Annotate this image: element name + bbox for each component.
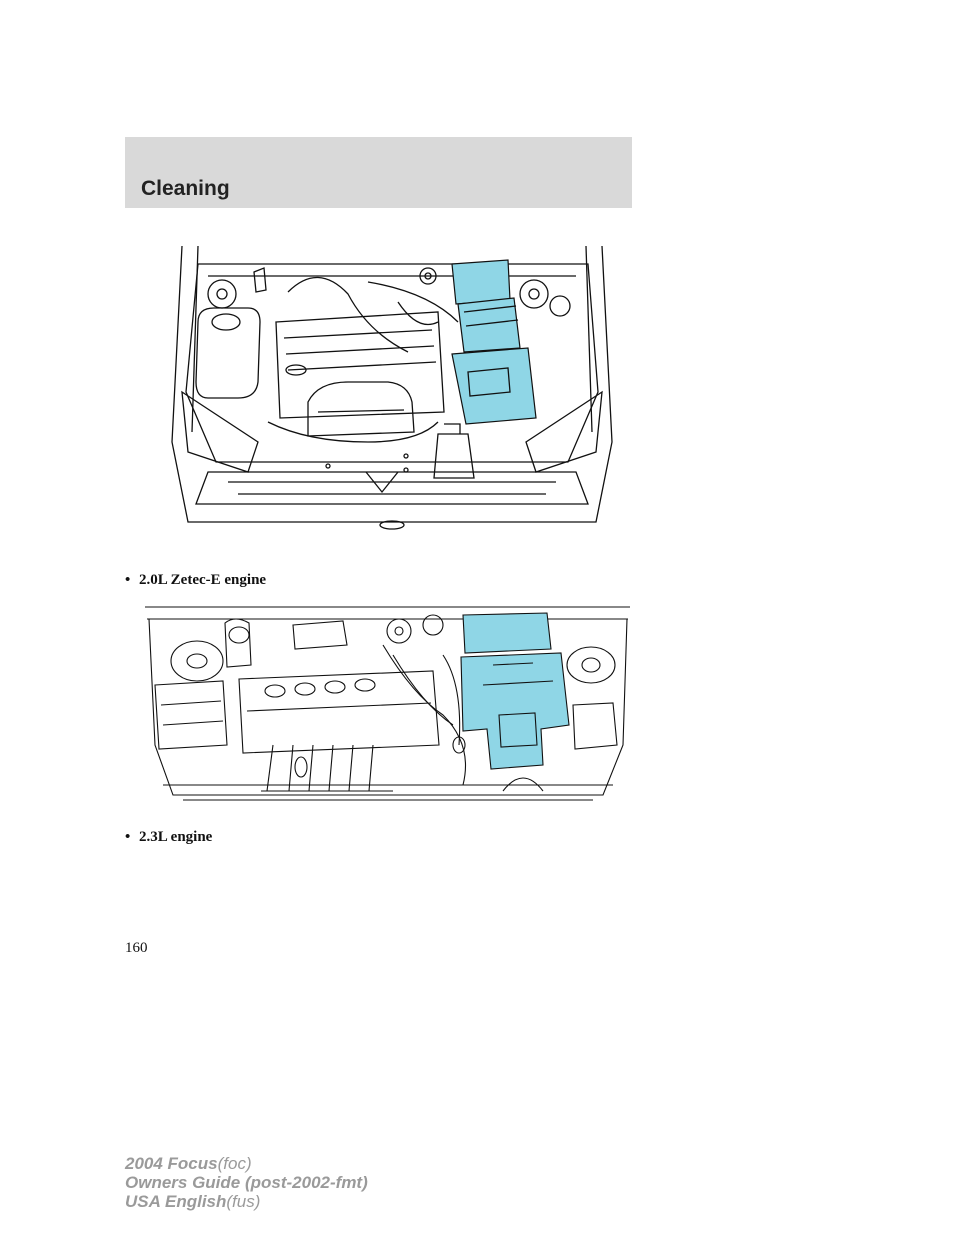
figure-caption-2-0l: • 2.0L Zetec-E engine [125, 572, 266, 589]
document-footer: 2004 Focus(foc) Owners Guide (post-2002-… [125, 1154, 368, 1211]
figure-caption-2-3l: • 2.3L engine [125, 829, 212, 846]
footer-guide: Owners Guide (post-2002-fmt) [125, 1173, 368, 1192]
footer-language-code: (fus) [226, 1192, 261, 1211]
section-header-band: Cleaning [125, 137, 632, 208]
section-title: Cleaning [141, 177, 230, 200]
bullet-glyph: • [125, 829, 131, 845]
caption-text: 2.0L Zetec-E engine [139, 572, 267, 588]
footer-line-vehicle: 2004 Focus(foc) [125, 1154, 368, 1173]
engine-compartment-illustration-2-0l [168, 242, 616, 538]
footer-vehicle-code: (foc) [217, 1154, 252, 1173]
page-number: 160 [125, 940, 148, 956]
footer-line-guide: Owners Guide (post-2002-fmt) [125, 1173, 368, 1192]
footer-vehicle: 2004 Focus [125, 1154, 218, 1173]
footer-line-language: USA English(fus) [125, 1192, 368, 1211]
bullet-glyph: • [125, 572, 131, 588]
caption-text: 2.3L engine [139, 829, 213, 845]
engine-compartment-illustration-2-3l [143, 595, 632, 810]
footer-language: USA English [125, 1192, 227, 1211]
